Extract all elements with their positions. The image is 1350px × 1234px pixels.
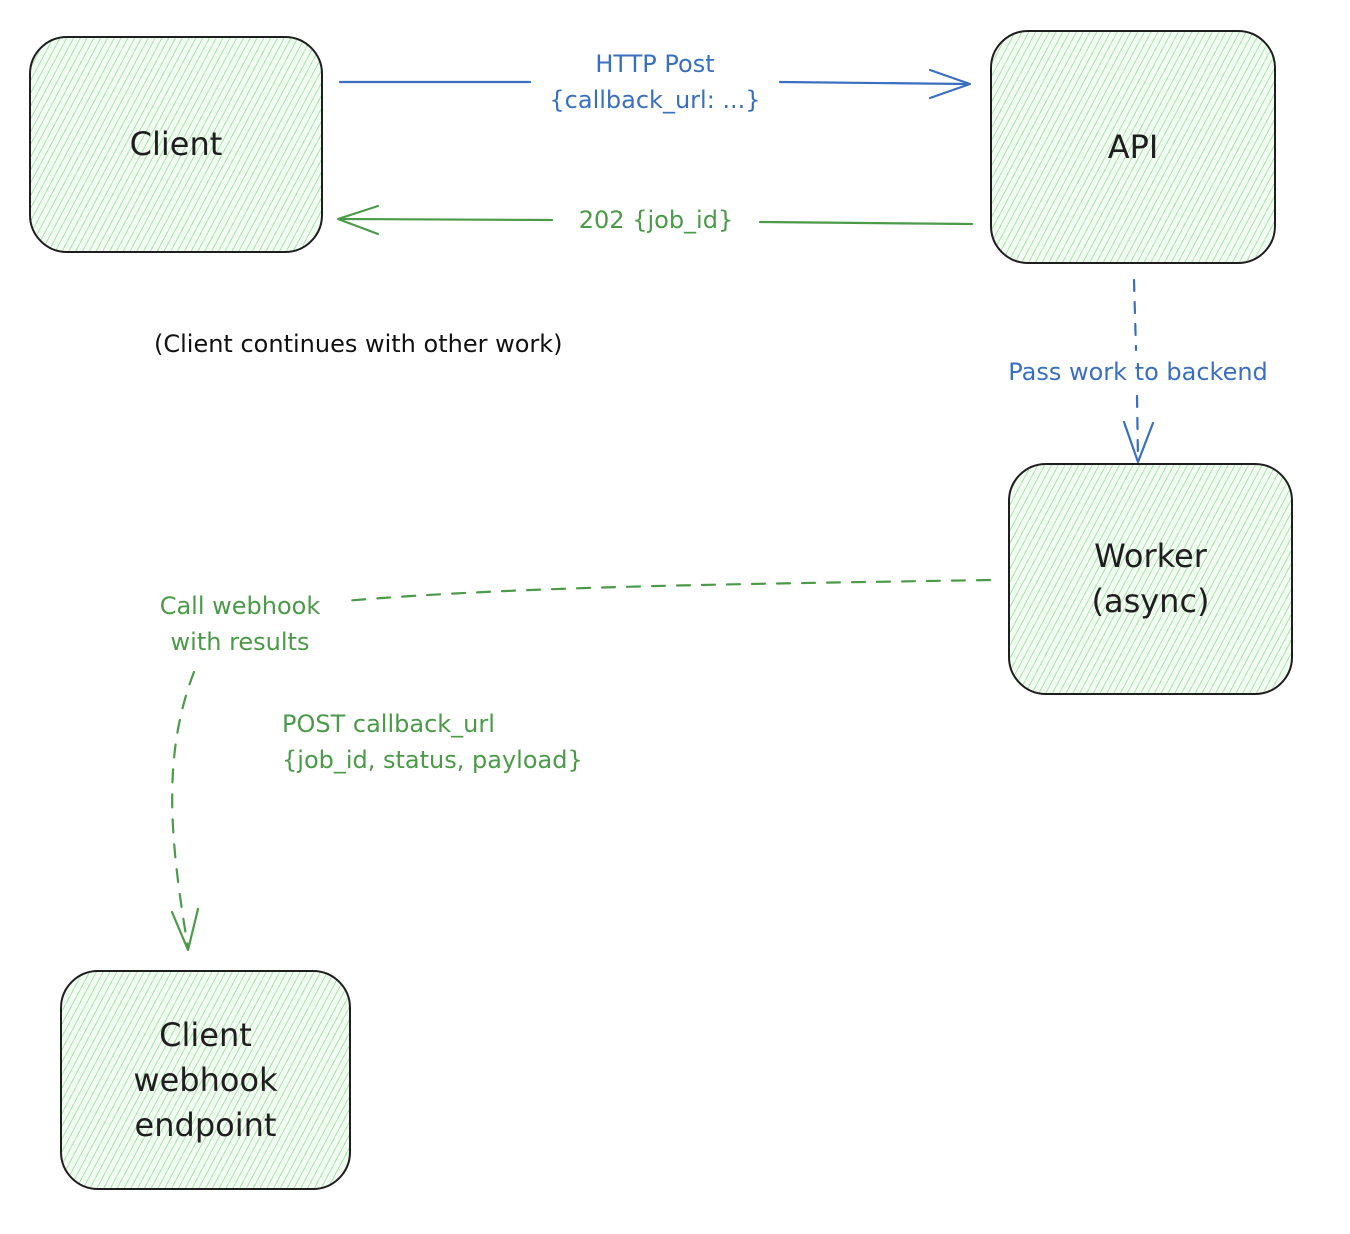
worker-node[interactable]: Worker (async) — [1008, 463, 1293, 695]
webhook-endpoint-node-label: Client webhook endpoint — [133, 1015, 278, 1144]
request-arrow — [338, 68, 972, 100]
api-node-label: API — [1107, 127, 1159, 166]
response-arrow-label: 202 {job_id} — [578, 206, 734, 234]
api-node[interactable]: API — [990, 30, 1276, 264]
callback-arrow-label: Call webhook with results — [159, 592, 321, 656]
client-node[interactable]: Client — [29, 36, 323, 253]
client-node-label: Client — [129, 125, 223, 163]
webhook-endpoint-node[interactable]: Client webhook endpoint — [60, 970, 351, 1190]
response-arrow — [336, 204, 974, 236]
post-payload-note: POST callback_url {job_id, status, paylo… — [282, 710, 583, 774]
callback-arrow — [170, 578, 992, 952]
handoff-arrow — [1122, 278, 1155, 464]
client-continues-note: (Client continues with other work) — [154, 330, 563, 358]
handoff-arrow-label: Pass work to backend — [1008, 358, 1268, 386]
request-arrow-label: HTTP Post {callback_url: ...} — [549, 50, 761, 114]
worker-node-label: Worker (async) — [1091, 537, 1210, 620]
